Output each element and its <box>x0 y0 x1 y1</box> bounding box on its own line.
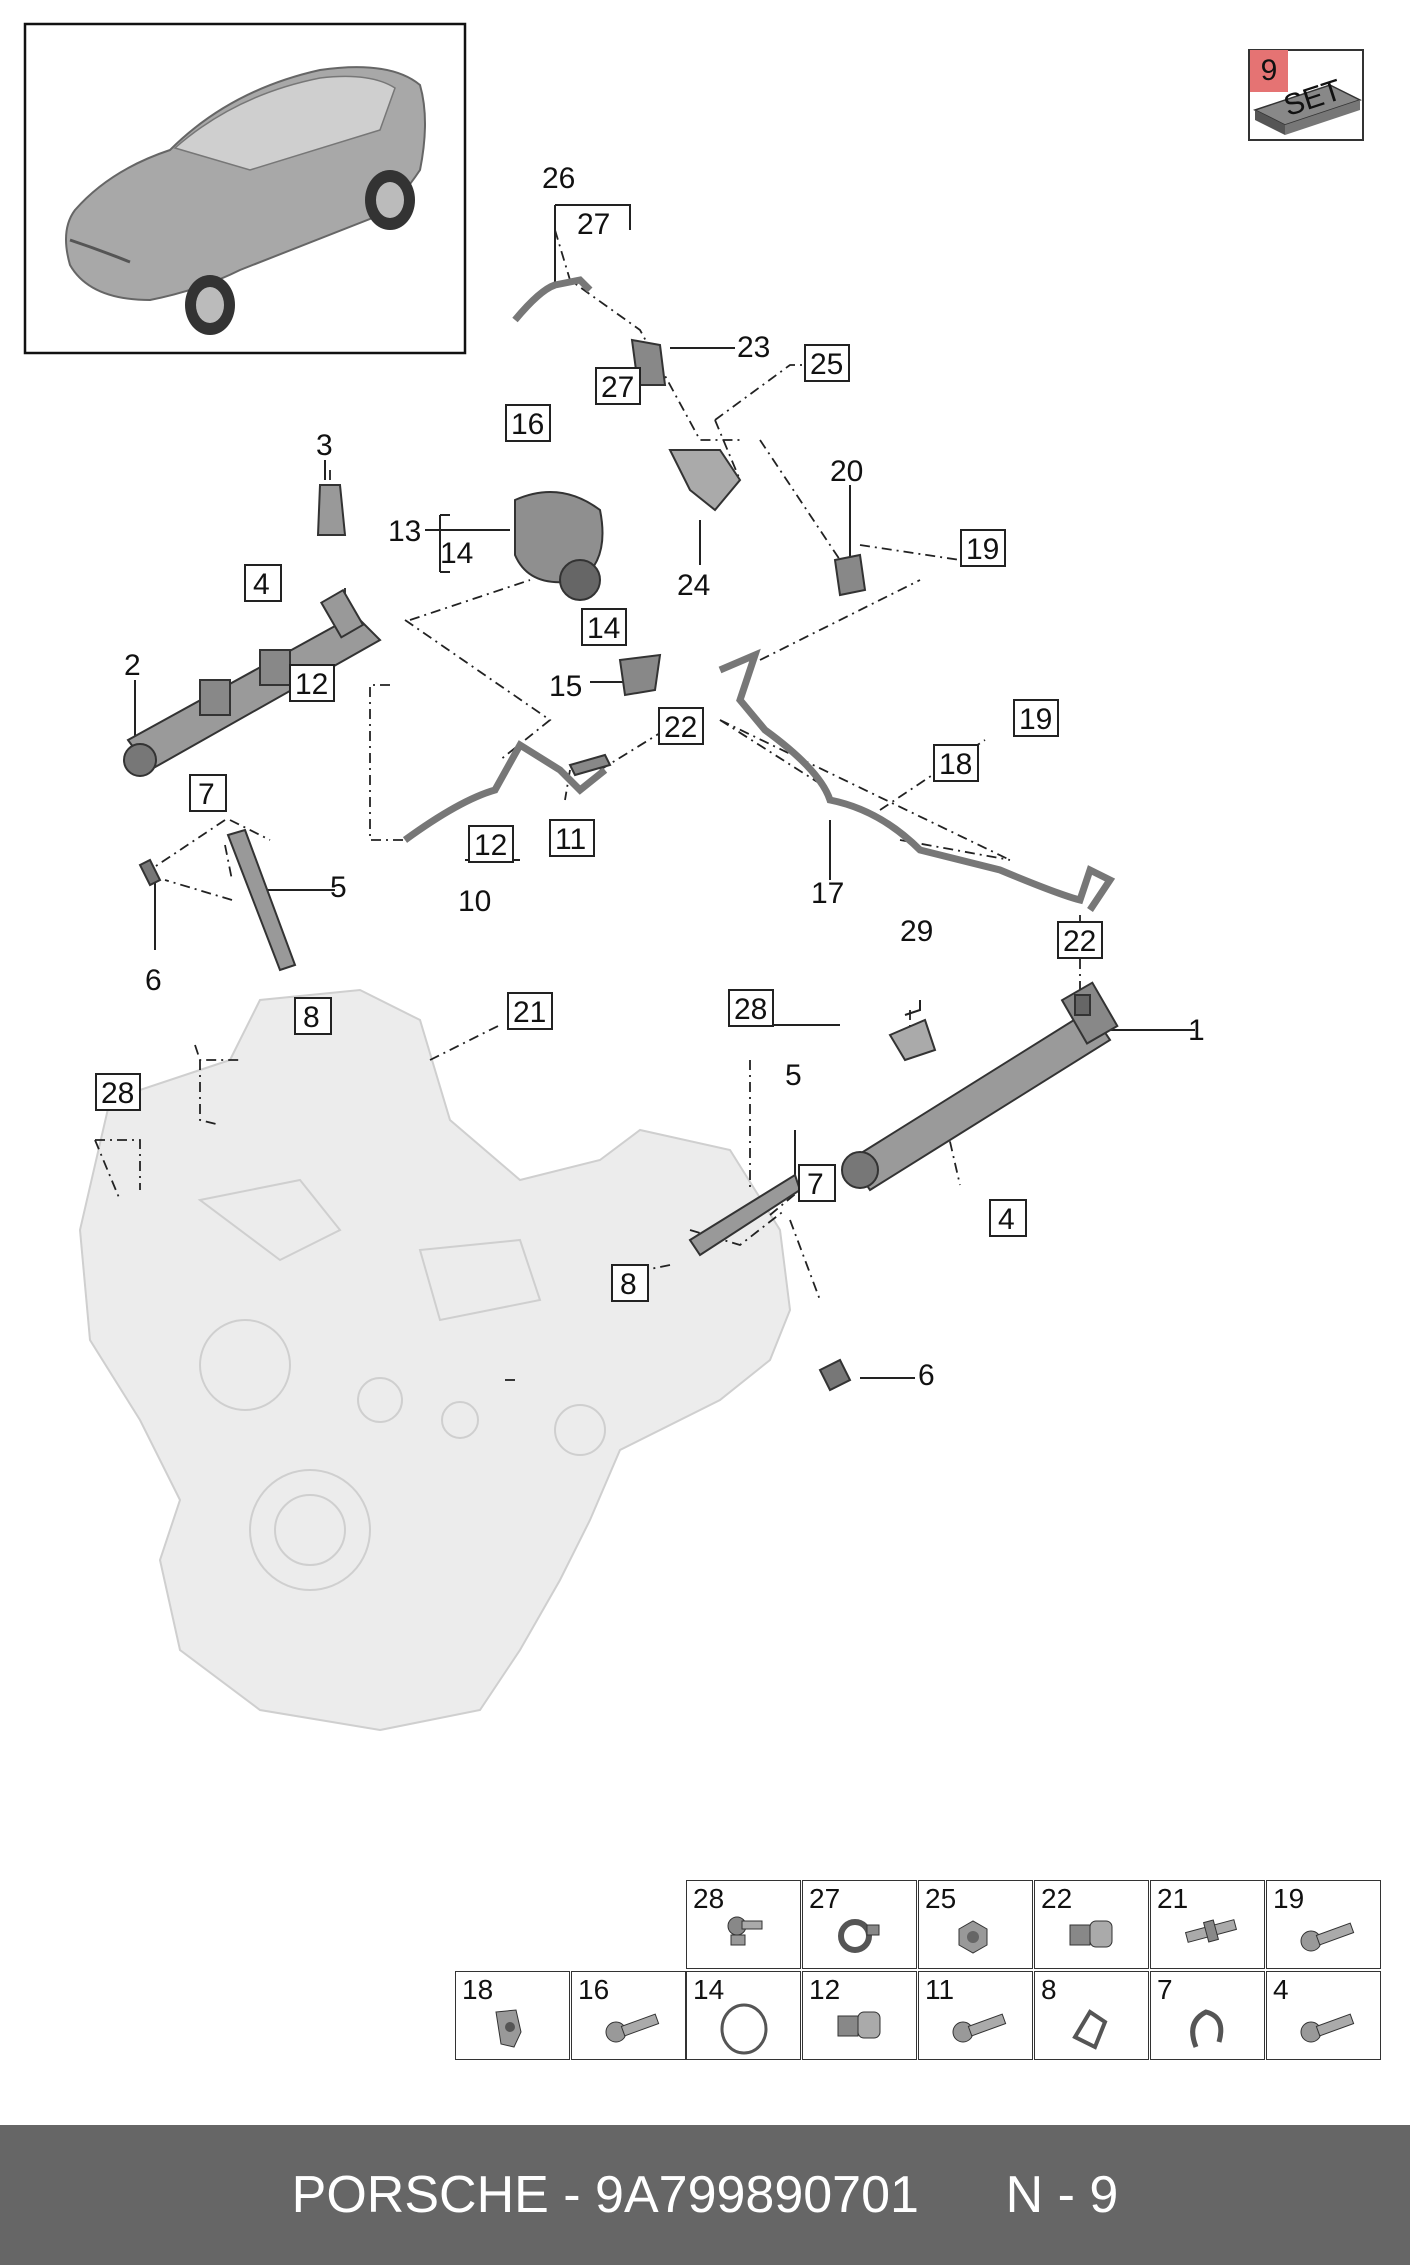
callout-14a: 14 <box>440 537 473 570</box>
fitting-icon <box>1069 1920 1113 1948</box>
box-16: 16 <box>511 408 544 441</box>
nut-icon <box>958 1920 988 1954</box>
clip-left-6 <box>138 858 162 887</box>
callout-5b: 5 <box>785 1059 802 1092</box>
parts-table-cell: 16 <box>571 1971 686 2060</box>
parts-table-cell: 22 <box>1034 1880 1149 1969</box>
box-19a: 19 <box>966 533 999 566</box>
leader-lines <box>94 229 1081 1381</box>
box-27: 27 <box>601 371 634 404</box>
parts-drawings <box>123 276 1119 1392</box>
parts-table-cell: 8 <box>1034 1971 1149 2060</box>
parts-table-cell: 21 <box>1150 1880 1265 1969</box>
box-14b: 14 <box>587 612 620 645</box>
o-ring-icon <box>720 2003 768 2055</box>
box-18: 18 <box>939 748 972 781</box>
box-28a: 28 <box>101 1077 134 1110</box>
box-8b: 8 <box>620 1268 637 1301</box>
bracket-icon <box>495 2009 522 2048</box>
clip-right-6 <box>818 1358 852 1392</box>
bolt-icon <box>1300 1922 1355 1952</box>
parts-table-cell: 25 <box>918 1880 1033 1969</box>
ball-stud-icon <box>727 1916 763 1946</box>
callout-27a: 27 <box>577 208 610 241</box>
clip-icon <box>1072 2009 1108 2050</box>
callout-29: 29 <box>900 915 933 948</box>
callout-3: 3 <box>316 429 333 462</box>
box-25: 25 <box>810 348 843 381</box>
footer-brand: PORSCHE <box>291 2166 549 2224</box>
box-11: 11 <box>555 823 586 856</box>
box-4a: 4 <box>253 568 270 601</box>
callout-13: 13 <box>388 515 421 548</box>
callout-6b: 6 <box>918 1359 935 1392</box>
parts-table-cell: 11 <box>918 1971 1033 2060</box>
footer-part-number: 9A799890701 <box>595 2166 919 2224</box>
box-28b: 28 <box>734 993 767 1026</box>
bracket-29 <box>888 1018 937 1062</box>
box-7a: 7 <box>198 778 215 811</box>
callout-5a: 5 <box>330 871 347 904</box>
bracket-24 <box>668 449 742 512</box>
parts-table-cell: 28 <box>686 1880 801 1969</box>
box-12b: 12 <box>474 829 507 862</box>
fuel-line-10 <box>402 740 608 843</box>
footer-page: N - 9 <box>1005 2166 1119 2224</box>
callout-17: 17 <box>811 877 844 910</box>
parts-table-cell: 18 <box>455 1971 570 2060</box>
boxed-callouts <box>95 344 1103 1302</box>
bracket-20 <box>833 553 867 597</box>
line-26 <box>512 276 593 323</box>
parts-table-cell: 27 <box>802 1880 917 1969</box>
bolt-icon <box>605 2013 660 2043</box>
fuel-rail-right <box>848 1008 1112 1192</box>
fitting-11 <box>568 753 612 777</box>
box-22b: 22 <box>1063 925 1096 958</box>
parts-table-cell: 19 <box>1266 1880 1381 1969</box>
callout-numbers: 1 2 3 5 5 6 6 10 13 14 15 17 20 23 24 26… <box>124 162 1205 1392</box>
box-12a: 12 <box>295 668 328 701</box>
box-7b: 7 <box>807 1168 824 1201</box>
callout-23: 23 <box>737 331 770 364</box>
fuel-rail-left <box>126 613 382 772</box>
callout-24: 24 <box>677 569 710 602</box>
callout-2: 2 <box>124 649 141 682</box>
footer-gap <box>919 2165 1006 2225</box>
bolt-icon <box>952 2013 1007 2043</box>
fitting-icon <box>837 2011 881 2039</box>
boxed-callout-labels: 4 4 7 7 8 8 11 12 12 14 16 18 19 19 21 2… <box>101 348 1096 1301</box>
box-19b: 19 <box>1019 703 1052 736</box>
pressure-sensor-3 <box>316 484 347 536</box>
box-8a: 8 <box>303 1001 320 1034</box>
engine-block-illustration <box>78 988 792 1732</box>
parts-table-cell: 12 <box>802 1971 917 2060</box>
stud-icon <box>1184 1919 1238 1943</box>
callout-10: 10 <box>458 885 491 918</box>
injector-left <box>226 828 297 972</box>
callout-6a: 6 <box>145 964 162 997</box>
pump-cup-15 <box>618 653 662 697</box>
box-4b: 4 <box>998 1203 1015 1236</box>
callout-15: 15 <box>549 670 582 703</box>
box-22a: 22 <box>664 711 697 744</box>
parts-table: 28 27 25 22 21 19 18 16 14 12 11 8 7 4 <box>455 1880 1383 2062</box>
parts-table-cell: 14 <box>686 1971 801 2060</box>
bolt-icon <box>1300 2013 1355 2043</box>
vehicle-thumbnail <box>23 22 467 355</box>
footer-bar: PORSCHE - 9A799890701 N - 9 <box>0 2125 1410 2265</box>
callout-26: 26 <box>542 162 575 195</box>
parts-table-cell: 7 <box>1150 1971 1265 2060</box>
footer-separator: - <box>548 2166 596 2224</box>
callout-20: 20 <box>830 455 863 488</box>
retaining-clip-icon <box>1190 2009 1224 2048</box>
parts-table-cell: 4 <box>1266 1971 1381 2060</box>
fuel-pipe-17 <box>718 648 1116 912</box>
box-21: 21 <box>513 996 546 1029</box>
hose-clamp-icon <box>838 1919 880 1953</box>
callout-1: 1 <box>1188 1014 1205 1047</box>
set-number-badge: 9 <box>1250 50 1288 92</box>
